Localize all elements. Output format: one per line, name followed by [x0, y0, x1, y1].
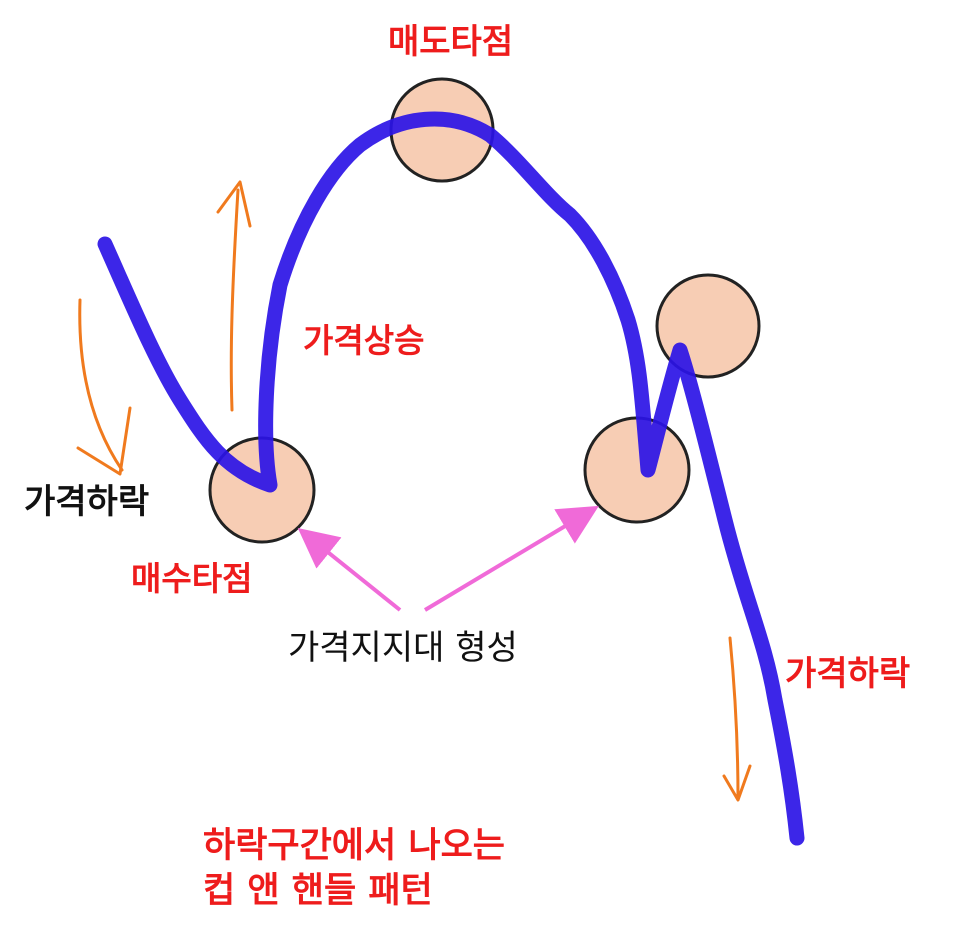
price-line: [97, 111, 805, 846]
support-label: 가격지지대 형성: [288, 628, 518, 668]
buy-point-label: 매수타점: [131, 559, 253, 598]
trend-arrows: [76, 180, 752, 802]
turning-point-markers: [208, 77, 761, 544]
up-trend-arrowhead: [216, 180, 252, 228]
caption-line-1: 하락구간에서 나오는: [203, 826, 505, 866]
price-fall-right-label: 가격하락: [785, 654, 911, 694]
left-down-trend-arrow: [78, 298, 124, 472]
pointer-arrow-to-support-point: [423, 505, 599, 612]
right-down-trend-arrow: [728, 636, 740, 800]
caption-line-2: 컵 앤 핸들 패턴: [203, 871, 433, 911]
up-trend-arrow: [229, 188, 240, 412]
pointer-arrow-to-buy-point: [297, 527, 402, 612]
right-down-trend-arrowhead: [722, 764, 752, 802]
support-pointer-arrows: [297, 505, 599, 612]
price-rise-label: 가격상승: [303, 321, 425, 360]
left-down-trend-arrowhead: [76, 406, 132, 476]
sell-point-label: 매도타점: [388, 22, 514, 62]
price-fall-left-label: 가격하락: [24, 482, 150, 522]
support-point-marker: [583, 416, 691, 524]
